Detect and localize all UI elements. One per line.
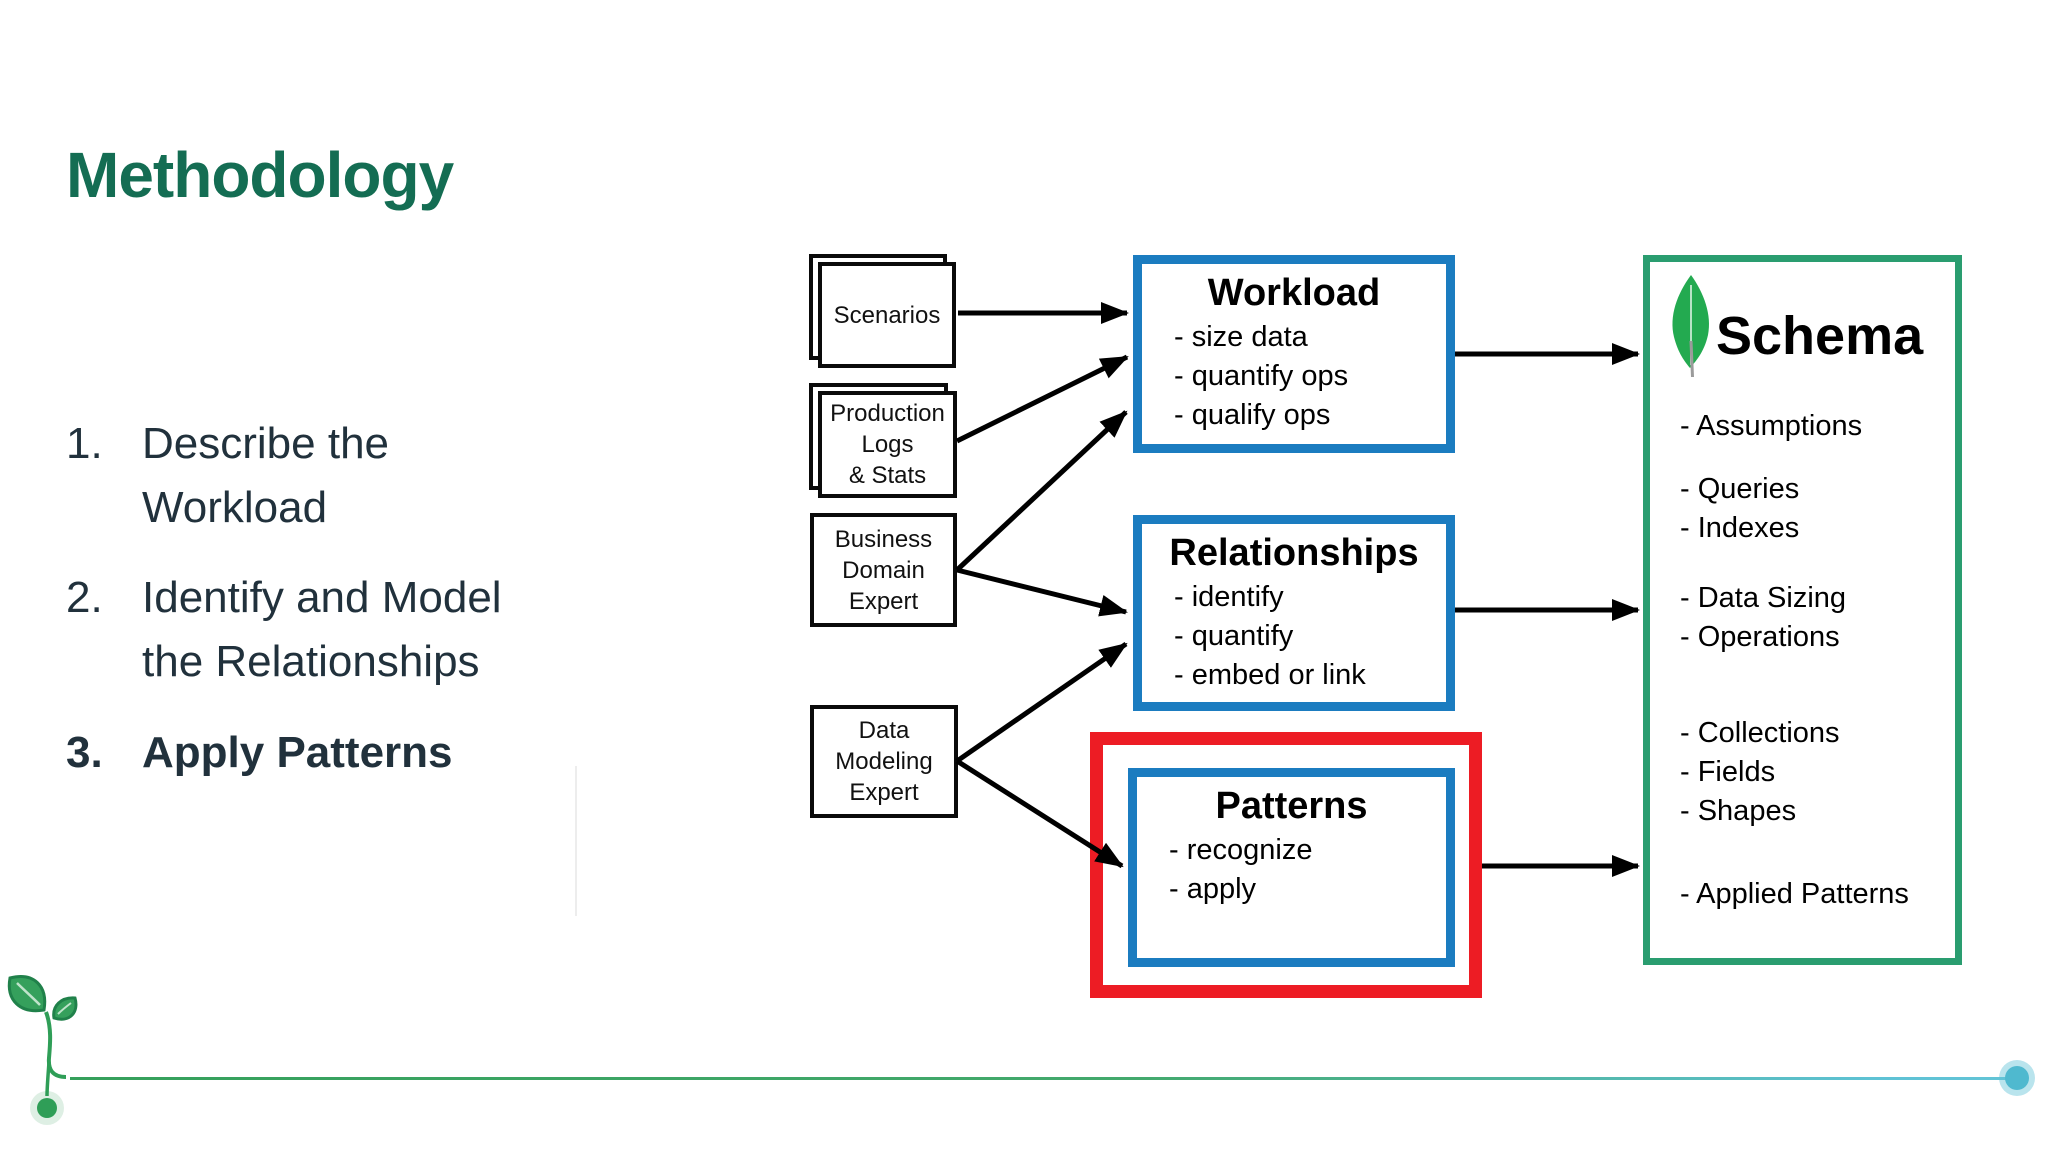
workload-item: - size data [1174, 321, 1308, 353]
list-item-describe-workload: 1. Describe the Workload [66, 412, 389, 540]
relationships-title: Relationships [1169, 532, 1419, 574]
footer-end-dot [2005, 1066, 2029, 1090]
input-box-label: & Stats [848, 462, 927, 489]
workload-item: - quantify ops [1174, 360, 1349, 392]
list-text: Identify and Model the Relationships [142, 566, 502, 694]
input-box-label: Logs [861, 431, 914, 458]
list-text: Describe the Workload [142, 412, 389, 540]
schema-items: - Assumptions - Queries - Indexes - Data… [1680, 407, 1909, 914]
list-number: 3. [66, 728, 103, 777]
list-number: 2. [66, 573, 103, 622]
footer-start-dot [37, 1098, 57, 1118]
schema-item: - Fields [1680, 756, 1776, 788]
schema-item: - Applied Patterns [1680, 878, 1909, 910]
input-box-label: Scenarios [833, 301, 941, 329]
footer-endpoint [1999, 1060, 2035, 1096]
workload-item: - qualify ops [1174, 399, 1331, 431]
schema-item: - Indexes [1680, 512, 1800, 544]
schema-item: - Assumptions [1680, 410, 1863, 442]
schema-item: - Operations [1680, 621, 1840, 653]
relationships-items: - identify - quantify - embed or link [1142, 578, 1446, 695]
sprout-icon [7, 975, 78, 1125]
patterns-box: Patterns - recognize - apply [1128, 768, 1455, 967]
page-title: Methodology [66, 139, 454, 211]
workload-box: Workload - size data - quantify ops - qu… [1133, 255, 1455, 453]
list-text: Apply Patterns [142, 721, 453, 785]
list-item-apply-patterns: 3. Apply Patterns [66, 721, 453, 785]
input-box-label: Expert [848, 587, 919, 615]
list-text-line: Workload [142, 483, 328, 532]
relationships-item: - embed or link [1174, 659, 1366, 691]
input-box-label: Production [830, 400, 945, 427]
workload-items: - size data - quantify ops - qualify ops [1142, 318, 1446, 435]
relationships-box: Relationships - identify - quantify - em… [1133, 515, 1455, 711]
list-text-line: Identify and Model [142, 573, 502, 622]
input-box-data-modeling-expert: Data Modeling Expert [810, 705, 958, 818]
schema-group: - Queries - Indexes [1680, 470, 1909, 548]
input-box-production-logs: Production Logs & Stats [818, 391, 957, 498]
list-item-identify-relationships: 2. Identify and Model the Relationships [66, 566, 502, 694]
schema-title: Schema [1716, 306, 1924, 366]
schema-item: - Shapes [1680, 795, 1797, 827]
arrow-business-to-workload [955, 410, 1128, 572]
footer-timeline [70, 1077, 2017, 1080]
list-number: 1. [66, 419, 103, 468]
patterns-item: - apply [1169, 873, 1257, 905]
input-box-business-domain-expert: Business Domain Expert [810, 513, 957, 627]
input-box-label: Domain [842, 556, 925, 584]
schema-item: - Data Sizing [1680, 582, 1847, 614]
list-text-line: Describe the [142, 419, 390, 468]
relationships-item: - identify [1174, 581, 1284, 613]
mongodb-leaf-icon [1672, 275, 1710, 378]
schema-item: - Collections [1680, 717, 1840, 749]
schema-group: - Collections - Fields - Shapes [1680, 714, 1909, 831]
input-box-scenarios: Scenarios [818, 262, 956, 368]
input-box-label: Business [834, 525, 933, 553]
relationships-item: - quantify [1174, 620, 1294, 652]
schema-item: - Queries [1680, 473, 1800, 505]
workload-title: Workload [1207, 272, 1381, 314]
faint-divider [575, 766, 577, 916]
input-box-label: Data [858, 717, 910, 744]
list-text-line: the Relationships [142, 637, 480, 686]
list-text-line: Apply Patterns [142, 728, 453, 777]
input-box-label: Expert [849, 779, 919, 806]
arrow-production-to-workload [955, 354, 1129, 444]
patterns-title: Patterns [1215, 785, 1368, 827]
schema-box: Schema - Assumptions - Queries - Indexes… [1643, 255, 1962, 965]
schema-group: - Assumptions [1680, 407, 1909, 446]
patterns-items: - recognize - apply [1137, 831, 1446, 909]
arrow-business-to-relationships [956, 567, 1128, 617]
schema-group: - Data Sizing - Operations [1680, 579, 1909, 657]
patterns-item: - recognize [1169, 834, 1313, 866]
input-box-label: Modeling [835, 748, 933, 775]
schema-group: - Applied Patterns [1680, 875, 1909, 914]
